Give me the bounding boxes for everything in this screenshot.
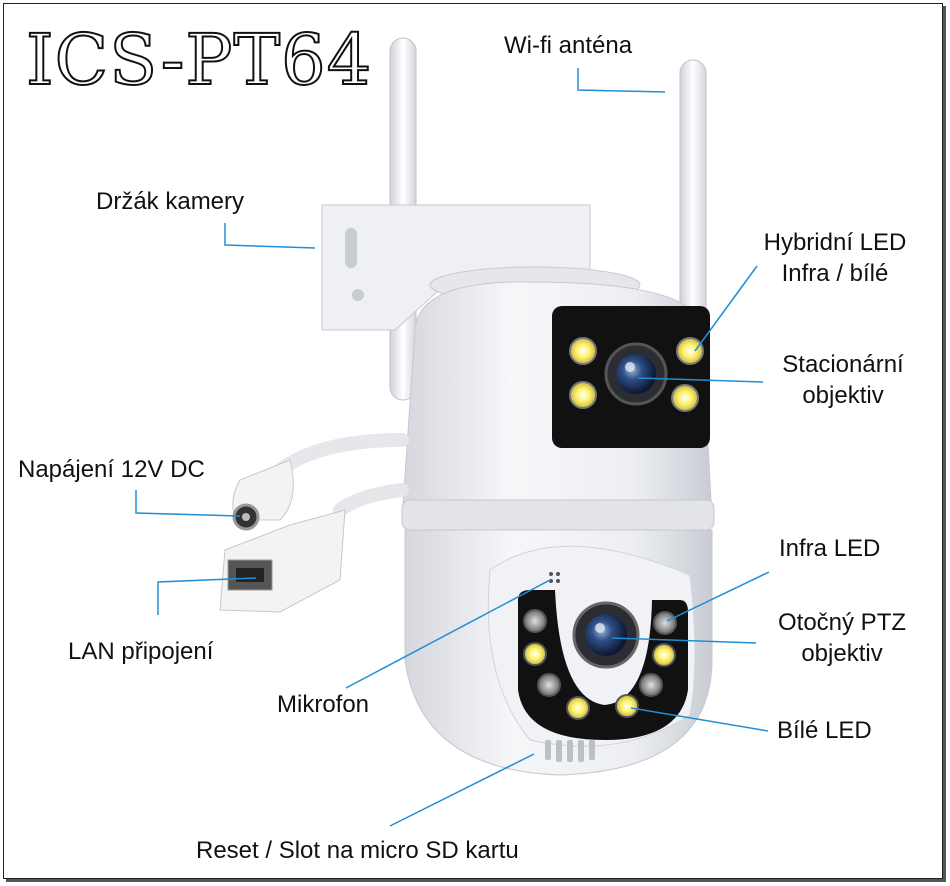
camera-bracket xyxy=(321,204,591,331)
leader-lines xyxy=(135,68,770,827)
label-power: Napájení 12V DC xyxy=(18,456,205,483)
ptz-led-panel xyxy=(518,590,688,740)
label-hybrid-led-line2: Infra / bílé xyxy=(781,260,889,287)
leader-power xyxy=(135,490,241,517)
cables xyxy=(273,433,409,517)
leader-hybrid-led xyxy=(694,265,758,352)
label-reset-slot: Reset / Slot na micro SD kartu xyxy=(196,837,519,864)
label-stationary-lens: Stacionární objektiv xyxy=(760,349,926,411)
vent-slots xyxy=(545,740,595,762)
leader-bracket xyxy=(224,223,316,249)
label-hybrid-led-line1: Hybridní LED xyxy=(763,229,907,256)
label-infra-led: Infra LED xyxy=(779,535,881,562)
leader-infra-led xyxy=(666,571,770,622)
product-title: ICS-PT64 xyxy=(25,19,373,101)
label-ptz-lens-line1: Otočný PTZ xyxy=(777,609,907,636)
label-hybrid-led: Hybridní LED Infra / bílé xyxy=(745,227,925,289)
label-stationary-lens-line2: objektiv xyxy=(802,382,884,409)
stationary-led-panel xyxy=(552,306,710,448)
leader-ptz-lens xyxy=(611,637,757,644)
leader-stationary-lens xyxy=(637,377,764,383)
power-connector xyxy=(232,459,294,531)
label-ptz-lens-line2: objektiv xyxy=(801,640,883,667)
label-camera-holder: Držák kamery xyxy=(96,188,245,215)
label-stationary-lens-line1: Stacionární xyxy=(782,351,904,378)
leader-white-led xyxy=(630,707,769,732)
leader-lan xyxy=(157,577,257,615)
label-white-led: Bílé LED xyxy=(777,717,872,744)
leader-mic xyxy=(345,579,551,689)
lan-connector xyxy=(219,509,346,613)
label-wifi-antenna: Wi-fi anténa xyxy=(504,32,633,59)
label-ptz-lens: Otočný PTZ objektiv xyxy=(752,607,932,669)
label-lan: LAN připojení xyxy=(68,638,214,665)
leader-wifi xyxy=(577,68,666,93)
label-microphone: Mikrofon xyxy=(277,691,370,718)
leader-reset xyxy=(389,753,535,827)
